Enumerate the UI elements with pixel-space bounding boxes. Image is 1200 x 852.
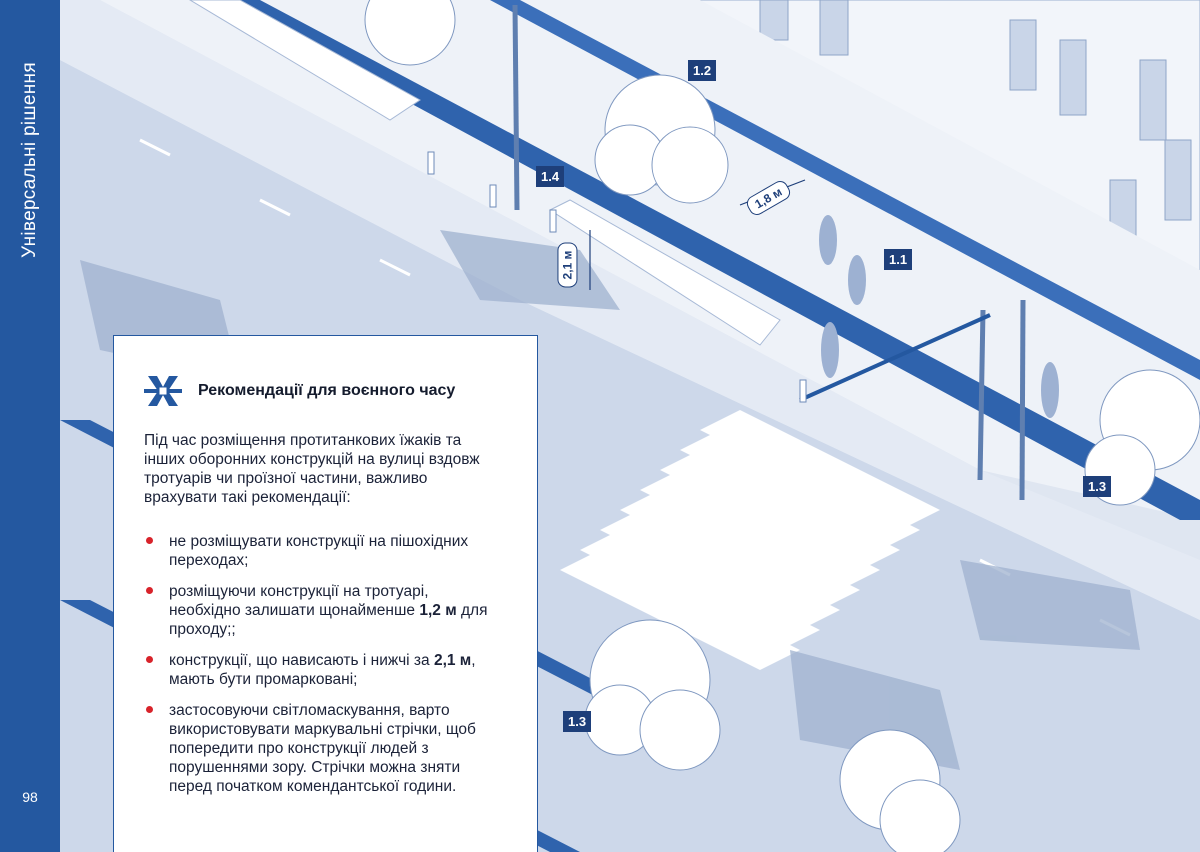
- tag-1-1: 1.1: [884, 249, 913, 270]
- bullet-icon: [146, 537, 153, 544]
- item-text-bold: 2,1 м: [433, 652, 472, 669]
- item-text: не розміщувати конструкції на пішохідних…: [169, 533, 469, 569]
- item-text-before: конструкції, що нависають і нижчі за: [169, 652, 434, 669]
- item-text-after: , мають бути промарковані;: [169, 652, 476, 688]
- bullet-icon: [146, 587, 153, 594]
- item-text-before: розміщуючи конструкції на тротуарі, необ…: [169, 583, 429, 619]
- list-item: застосовуючи світломаскування, варто вик…: [144, 701, 504, 796]
- list-item: конструкції, що нависають і нижчі за 2,1…: [144, 651, 504, 689]
- sidebar: Універсальні рішення 98: [0, 0, 60, 852]
- item-text-after: для проходу;;: [169, 602, 488, 638]
- recommendation-list: не розміщувати конструкції на пішохідних…: [144, 532, 504, 808]
- panel-title: Рекомендації для воєнного часу: [198, 382, 456, 399]
- bullet-icon: [146, 656, 153, 663]
- section-title: Універсальні рішення: [19, 62, 40, 258]
- tag-1-3-bottom: 1.3: [563, 711, 592, 732]
- height-dimension-label: 2,1 м: [557, 242, 578, 288]
- tag-1-4: 1.4: [536, 166, 565, 187]
- recommendations-panel: Рекомендації для воєнного часу Під час р…: [113, 335, 538, 852]
- item-text-bold: 1,2 м: [419, 602, 457, 619]
- tag-1-3-right: 1.3: [1083, 476, 1112, 497]
- bullet-icon: [146, 706, 153, 713]
- panel-header: Рекомендації для воєнного часу: [144, 374, 455, 408]
- list-item: не розміщувати конструкції на пішохідних…: [144, 532, 504, 570]
- intro-text: Під час розміщення протитанкових їжаків …: [144, 432, 480, 506]
- czech-hedgehog-icon: [144, 376, 182, 406]
- tag-1-2: 1.2: [688, 60, 717, 81]
- item-text: застосовуючи світломаскування, варто вик…: [169, 702, 476, 795]
- page-number: 98: [22, 789, 38, 805]
- list-item: розміщуючи конструкції на тротуарі, необ…: [144, 582, 504, 639]
